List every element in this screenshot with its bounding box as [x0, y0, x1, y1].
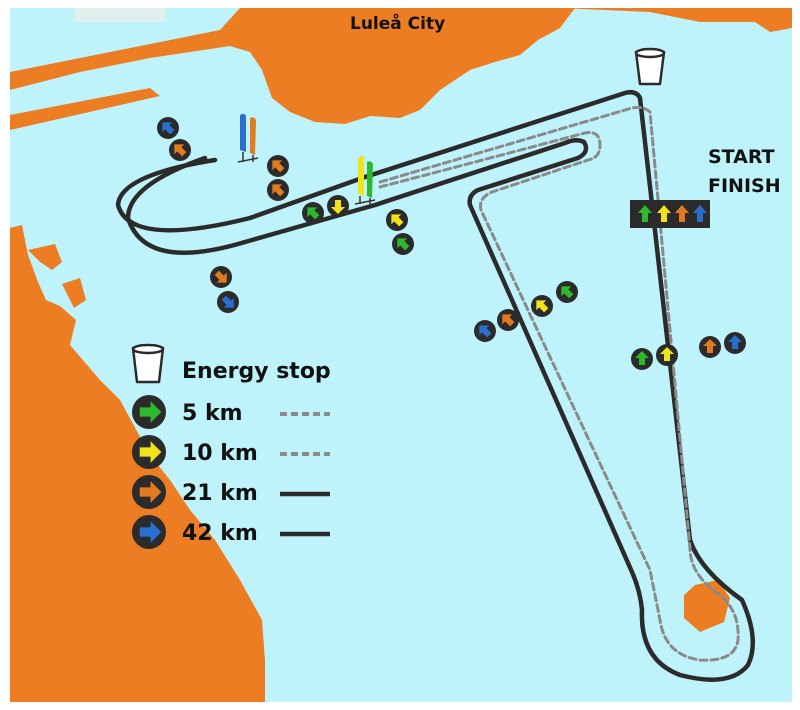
- direction-arrow-icon: [631, 348, 653, 370]
- legend-energy-stop-icon: [131, 343, 165, 384]
- direction-arrow-icon: [386, 209, 408, 231]
- legend-distance-label: 21 km: [182, 481, 258, 506]
- direction-arrow-icon: [217, 291, 239, 313]
- legend-arrow-icon: [132, 395, 166, 429]
- direction-arrow-icon: [699, 336, 721, 358]
- city-label: Luleå City: [350, 14, 446, 34]
- land-left-island: [28, 244, 62, 270]
- flag-blue-orange-icon: [237, 113, 259, 163]
- legend-distance-label: 42 km: [182, 521, 258, 546]
- route-dashed: [378, 106, 740, 662]
- direction-arrow-icon: [392, 233, 414, 255]
- direction-arrow-icon: [556, 281, 578, 303]
- direction-arrow-icon: [724, 332, 746, 354]
- land-top-right: [560, 8, 792, 32]
- legend-distance-label: 10 km: [182, 441, 258, 466]
- legend-distance-label: 5 km: [182, 401, 243, 426]
- flag-yellow-green-icon: [354, 156, 376, 205]
- map-fragment: [75, 8, 165, 22]
- course-lines: [115, 89, 755, 682]
- energy-stop-icon: [634, 47, 666, 86]
- finish-label: FINISH: [708, 175, 781, 197]
- start-arch-arrow-icon: [693, 205, 707, 222]
- direction-arrow-icon: [302, 202, 324, 224]
- direction-arrow-icon: [267, 179, 289, 201]
- start-arch-arrow-icon: [657, 205, 671, 222]
- direction-arrow-icon: [169, 139, 191, 161]
- route-solid-loop: [125, 138, 755, 682]
- legend-energy-stop-label: Energy stop: [182, 359, 331, 384]
- legend-arrow-icon: [132, 515, 166, 549]
- land-top-left-strip: [10, 88, 160, 130]
- start-label: START: [708, 146, 775, 168]
- legend-arrow-icon: [132, 475, 166, 509]
- start-arch-arrow-icon: [638, 205, 652, 222]
- direction-arrow-icon: [327, 195, 349, 217]
- direction-arrow-icon: [531, 295, 553, 317]
- land-top-city: [10, 8, 575, 124]
- legend: Energy stop 5 km 10 km 21 km 42 km: [131, 343, 331, 549]
- direction-arrow-icon: [474, 320, 496, 342]
- direction-arrow-icon: [656, 344, 678, 366]
- direction-markers: [157, 117, 746, 370]
- direction-arrow-icon: [267, 155, 289, 177]
- start-finish-arch: [630, 200, 710, 228]
- direction-arrow-icon: [157, 117, 179, 139]
- legend-arrow-icon: [132, 435, 166, 469]
- route-solid: [115, 89, 693, 543]
- start-arch-arrow-icon: [675, 205, 689, 222]
- direction-arrow-icon: [497, 309, 519, 331]
- direction-arrow-icon: [210, 266, 232, 288]
- land-left-island-2: [62, 278, 86, 308]
